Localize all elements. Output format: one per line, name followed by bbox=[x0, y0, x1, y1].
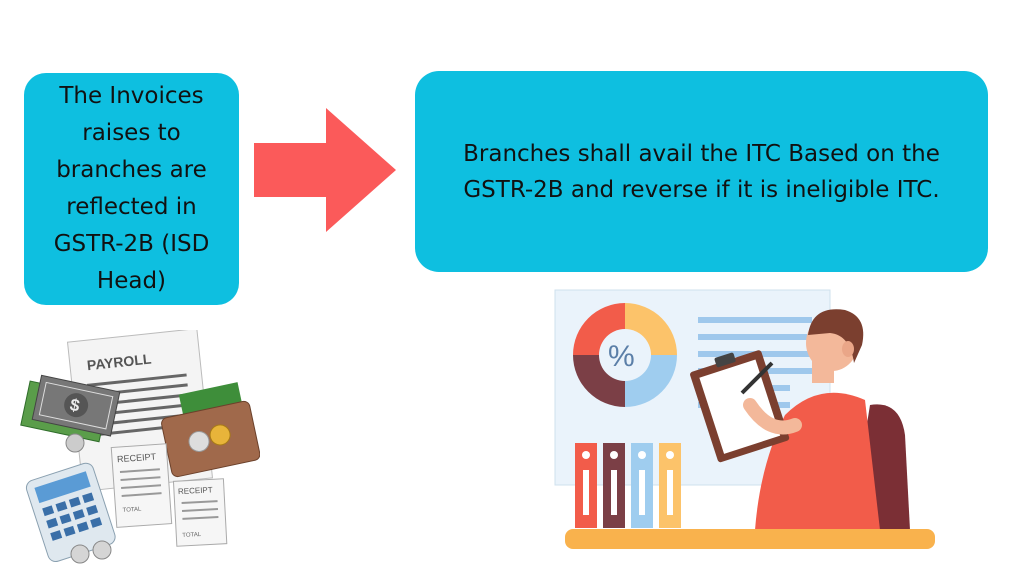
coin-icon bbox=[65, 433, 85, 453]
receipt-total-label: TOTAL bbox=[122, 507, 142, 514]
payroll-illustration: PAYROLL $ RECEIPT TOTAL RECEIPT bbox=[20, 330, 260, 564]
coin-icon-2 bbox=[70, 544, 90, 564]
analyst-illustration: % bbox=[554, 289, 935, 549]
dollar-sign: $ bbox=[68, 395, 82, 416]
receipt-label-2: RECEIPT bbox=[178, 485, 213, 496]
desk bbox=[565, 529, 935, 549]
invoices-box: The Invoices raises to branches are refl… bbox=[24, 73, 239, 305]
receipt-2: RECEIPT TOTAL bbox=[172, 478, 228, 547]
receipt-1: RECEIPT TOTAL bbox=[110, 443, 173, 528]
invoices-box-text: The Invoices raises to branches are refl… bbox=[53, 83, 210, 294]
wallet-icon bbox=[161, 382, 260, 478]
pie-chart-icon: % bbox=[573, 303, 677, 407]
receipt-label: RECEIPT bbox=[117, 451, 157, 464]
calculator-icon bbox=[25, 462, 116, 563]
binders bbox=[575, 443, 681, 528]
branches-box: Branches shall avail the ITC Based on th… bbox=[415, 71, 988, 272]
branches-box-text: Branches shall avail the ITC Based on th… bbox=[463, 140, 940, 203]
payroll-label: PAYROLL bbox=[86, 351, 152, 374]
receipt-total-label-2: TOTAL bbox=[182, 532, 202, 539]
right-arrow-icon bbox=[254, 108, 396, 232]
person-figure bbox=[690, 309, 880, 530]
coin-icon-3 bbox=[92, 540, 112, 560]
cash-bills: $ bbox=[20, 374, 121, 443]
percent-sign: % bbox=[608, 340, 635, 373]
